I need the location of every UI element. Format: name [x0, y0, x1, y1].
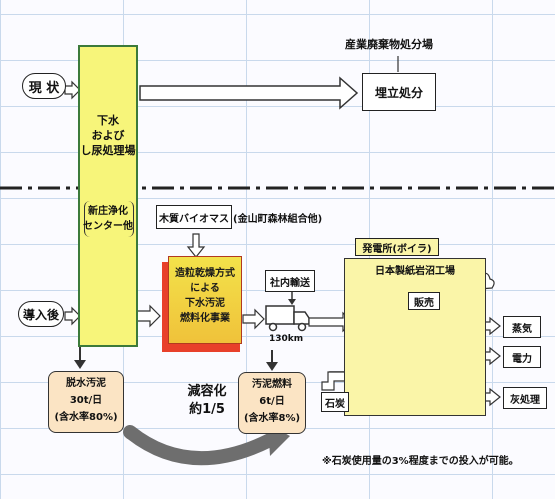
- coal-box: 石炭: [321, 392, 349, 412]
- shinjo-center-label: 新庄浄化 センター他: [83, 206, 133, 232]
- sludge-fuel-box: [238, 372, 306, 434]
- landfill-box: 埋立処分: [362, 73, 436, 111]
- electricity-box: 電力: [503, 346, 541, 368]
- footnote: ※石炭使用量の3%程度までの投入が可能。: [322, 456, 519, 467]
- after-intro-label: 導入後: [18, 301, 64, 327]
- paper-mill-label: 日本製紙岩沼工場: [375, 266, 455, 277]
- sewage-plant-label: 下水 および し尿処理場: [80, 114, 136, 157]
- power-plant-box: 発電所(ボイラ): [355, 238, 439, 256]
- ash-box: 灰処理: [503, 387, 547, 409]
- paper-mill-box: [344, 258, 486, 416]
- sale-box: 販売: [408, 292, 440, 310]
- current-flow-arrow: [139, 76, 359, 110]
- biomass-down-arrow: [186, 233, 206, 258]
- woody-biomass-box: 木質バイオマス: [156, 205, 232, 229]
- sludge-fuel-label: 汚泥燃料 6t/日 (含水率8%): [243, 379, 301, 424]
- reduction-curved-arrow: [123, 425, 277, 466]
- dewatered-sludge-box: [48, 371, 124, 433]
- sewage-plant-column: [78, 45, 138, 347]
- process-box: [168, 256, 242, 344]
- steam-box: 蒸気: [503, 316, 541, 338]
- kanayama-label: (金山町森林組合他): [233, 214, 323, 225]
- industrial-waste-site-label: 産業廃棄物処分場: [345, 38, 433, 51]
- plant-to-process-arrow: [136, 304, 161, 328]
- center-bracket: [84, 201, 134, 237]
- truck-icon: [265, 305, 310, 332]
- transport-box: 社内輸送: [265, 270, 315, 292]
- dewatered-sludge-label: 脱水汚泥 30t/日 (含水率80%): [54, 378, 118, 423]
- reduction-label: 減容化 約1/5: [187, 384, 227, 417]
- process-label: 造粒乾燥方式 による 下水汚泥 燃料化事業: [175, 268, 235, 324]
- current-state-label: 現 状: [22, 73, 66, 99]
- distance-label: 130km: [269, 334, 304, 344]
